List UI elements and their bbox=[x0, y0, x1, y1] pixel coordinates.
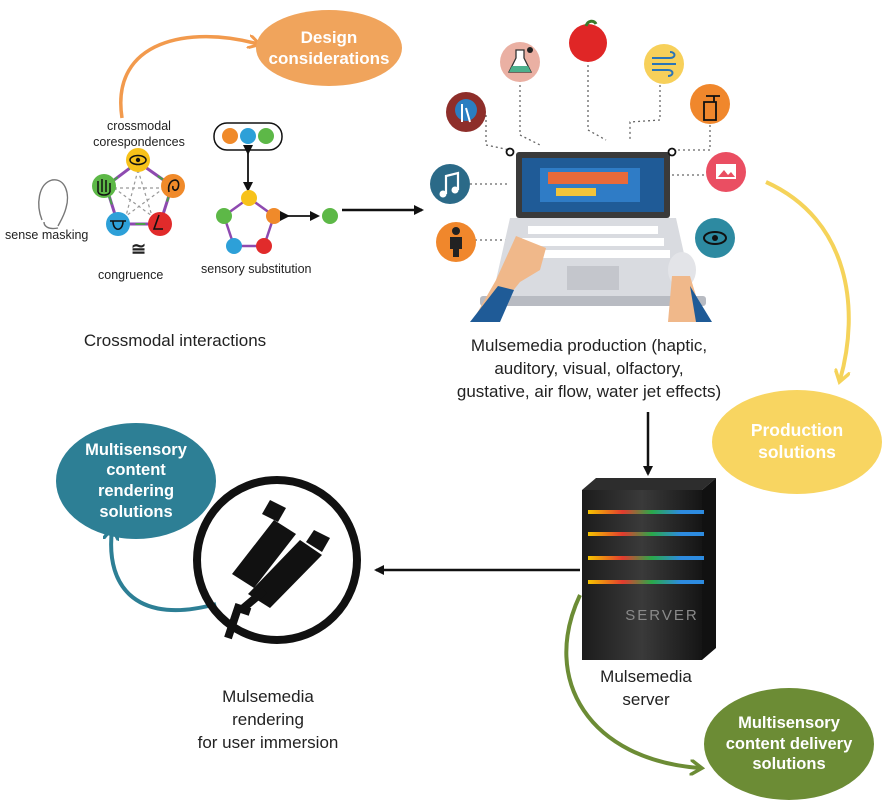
image-icon bbox=[706, 152, 746, 192]
design-arrow bbox=[119, 37, 258, 119]
production-solutions-bubble: Production solutions bbox=[712, 390, 882, 494]
rendering-solutions-bubble: Multisensory content rendering solutions bbox=[56, 423, 216, 539]
production-arrow bbox=[765, 180, 851, 380]
crossmodal-caption: Crossmodal interactions bbox=[83, 331, 267, 350]
substitution-box bbox=[213, 122, 283, 151]
rendering-arrow bbox=[111, 530, 217, 613]
sensory-substitution-label: sensory substitution bbox=[201, 262, 312, 276]
delivery-solutions-bubble: Multisensory content delivery solutions bbox=[704, 688, 874, 800]
ear-icon bbox=[161, 174, 185, 198]
eye-icon bbox=[126, 148, 150, 172]
vision-icon bbox=[695, 218, 735, 258]
touch-icon bbox=[446, 92, 486, 132]
apple-icon bbox=[569, 19, 607, 62]
rendering-caption: Mulsemedia rendering for user immersion bbox=[197, 687, 339, 752]
wind-icon bbox=[644, 44, 684, 84]
spray-icon bbox=[690, 84, 730, 124]
congruence-label: congruence bbox=[98, 268, 164, 282]
production-caption: Mulsemedia production (haptic, auditory,… bbox=[456, 336, 722, 401]
substitution-pentagon bbox=[216, 190, 282, 254]
correspondences-label: crossmodal corespondences bbox=[93, 119, 185, 150]
head-outline-icon bbox=[38, 179, 69, 230]
server-icon bbox=[582, 478, 716, 660]
congruence-symbol: ≅ bbox=[131, 239, 147, 259]
design-considerations-bubble: Design considerations bbox=[256, 10, 402, 86]
server-caption: Mulsemedia server bbox=[600, 667, 692, 709]
vr-headset-icon bbox=[193, 476, 361, 644]
server-label: SERVER bbox=[625, 607, 698, 624]
delivery-arrow bbox=[564, 594, 700, 768]
person-icon bbox=[436, 222, 476, 262]
music-icon bbox=[430, 164, 470, 204]
laptop-icon bbox=[470, 152, 712, 322]
potion-icon bbox=[500, 42, 540, 82]
tongue-icon bbox=[106, 212, 130, 236]
hand-icon bbox=[92, 174, 116, 198]
nose-icon bbox=[148, 212, 172, 236]
substitution-hand-icon bbox=[322, 208, 338, 224]
sense-masking-label: sense masking bbox=[5, 228, 89, 242]
